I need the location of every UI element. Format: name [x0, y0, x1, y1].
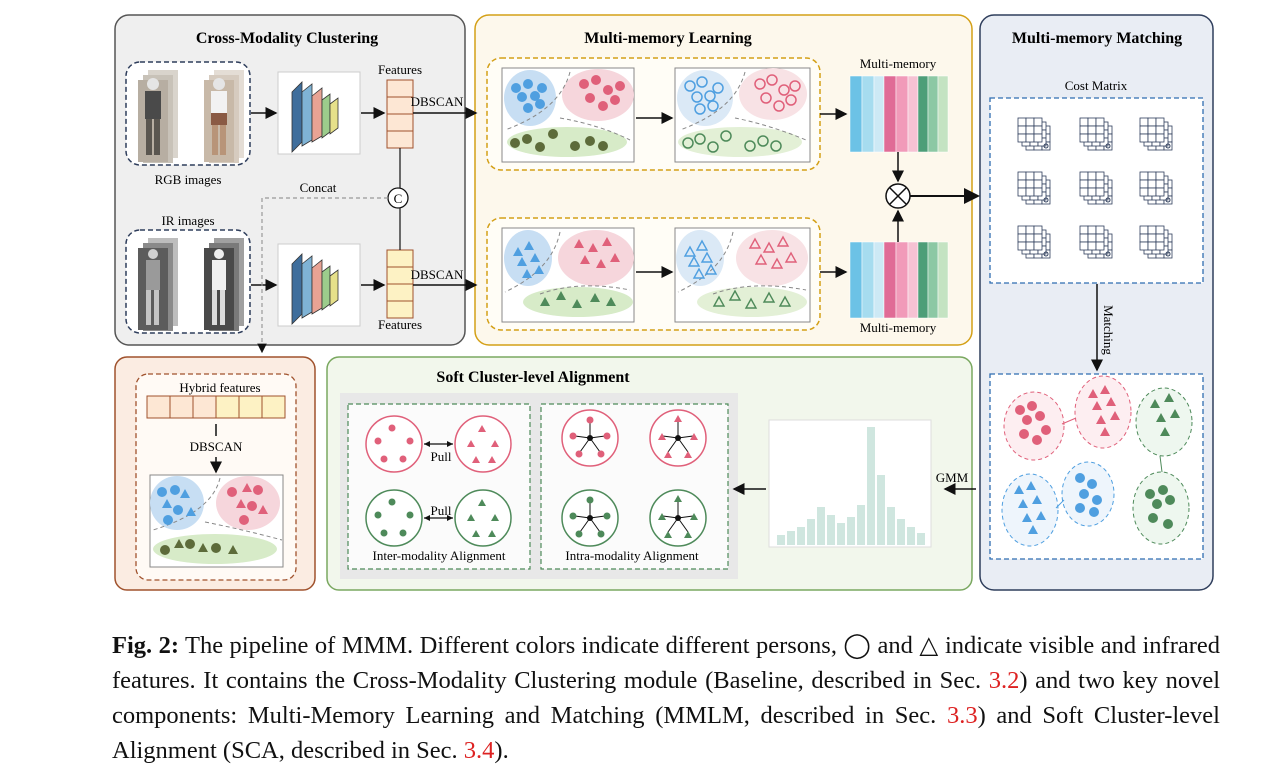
features-bottom-label: Features: [378, 317, 422, 332]
rgb-encoder-icon: [291, 81, 339, 153]
multi-memory-top-bank: [849, 75, 949, 153]
cost-matrix-cell: [1079, 171, 1113, 205]
hybrid-feature-vector: [146, 395, 286, 419]
rgb-feature-vector: [386, 79, 414, 149]
pull-bottom-arrowhead-right: [447, 515, 453, 521]
gmm-histogram-bar: [887, 507, 895, 545]
gmm-histogram-bar: [777, 535, 785, 545]
gmm-histogram-bar: [857, 505, 865, 545]
ir-memory-map: [674, 227, 811, 323]
gmm-histogram-bar: [867, 427, 875, 545]
inter-modality-label: Inter-modality Alignment: [373, 548, 506, 563]
dbscan-bottom-label: DBSCAN: [411, 267, 464, 282]
multi-memory-matching-title: Multi-memory Matching: [1012, 30, 1182, 47]
cost-matrix-cell: [1139, 171, 1173, 205]
ir-encoder-icon: [291, 253, 339, 325]
matched-clusters: [1001, 375, 1193, 547]
multi-memory-learning-title: Multi-memory Learning: [584, 30, 752, 47]
gmm-histogram-bar: [797, 527, 805, 545]
pull-top-arrowhead-left: [424, 441, 430, 447]
caption-text-3: ) and two key novel components: Multi-Me…: [112, 667, 1220, 729]
rgb-person-image-1: [138, 70, 178, 163]
figure-caption: Fig. 2: The pipeline of MMM. Different c…: [112, 628, 1220, 768]
inter-green-triangle-cluster: [454, 489, 512, 547]
ir-person-image-2: [204, 238, 244, 331]
multi-memory-bottom-label: Multi-memory: [860, 320, 937, 335]
gmm-histogram-bar: [817, 507, 825, 545]
intra-pink-circle-cluster: [561, 409, 619, 467]
features-top-label: Features: [378, 62, 422, 77]
caption-text-2: indicate visible and infrared features. …: [112, 632, 1221, 694]
rgb-person-image-2: [204, 70, 244, 163]
gmm-histogram-bar: [917, 533, 925, 545]
pull-top-arrowhead-right: [447, 441, 453, 447]
cost-matrix-cell: [1017, 171, 1051, 205]
caption-circle-symbol: ◯: [843, 632, 872, 659]
gmm-histogram-bar: [877, 475, 885, 545]
cost-matrix-cell: [1017, 225, 1051, 259]
matching-label: Matching: [1101, 305, 1116, 355]
inter-green-circle-cluster: [365, 489, 423, 547]
pull-bottom-label: Pull: [431, 503, 452, 518]
intra-green-circle-cluster: [561, 489, 619, 547]
gmm-histogram-bar: [897, 519, 905, 545]
caption-and: and: [871, 632, 920, 659]
cost-matrix-grid: [1017, 117, 1173, 259]
intra-pink-triangle-cluster: [649, 409, 707, 467]
rgb-memory-map: [674, 67, 811, 163]
rgb-cluster-map: [501, 67, 635, 163]
gmm-histogram-bar: [807, 519, 815, 545]
gmm-histogram-bar: [847, 517, 855, 545]
caption-ref-3-4[interactable]: 3.4: [463, 737, 495, 764]
caption-text-1: The pipeline of MMM. Different colors in…: [179, 632, 844, 659]
concat-symbol-text: C: [394, 191, 403, 206]
hybrid-features-label: Hybrid features: [179, 380, 260, 395]
multiply-icon: [885, 183, 911, 209]
pipeline-diagram: Cross-Modality Clustering Multi-memory L…: [114, 14, 1214, 591]
cost-matrix-cell: [1139, 117, 1173, 151]
gmm-label: GMM: [936, 470, 969, 485]
inter-pink-triangle-cluster: [454, 415, 512, 473]
ir-feature-vector: [386, 249, 414, 319]
gmm-histogram-bar: [787, 531, 795, 545]
pull-top-label: Pull: [431, 449, 452, 464]
cost-matrix-cell: [1079, 117, 1113, 151]
ir-person-image-1: [138, 238, 178, 331]
multi-memory-top-label: Multi-memory: [860, 56, 937, 71]
concat-to-hybrid-arrow: [257, 197, 388, 354]
pull-bottom-arrowhead-left: [424, 515, 430, 521]
gmm-histogram: [777, 427, 925, 545]
caption-ref-3-2[interactable]: 3.2: [988, 667, 1020, 694]
hybrid-cluster-map: [149, 474, 284, 568]
soft-alignment-title: Soft Cluster-level Alignment: [436, 369, 630, 386]
caption-ref-3-3[interactable]: 3.3: [946, 702, 978, 729]
intra-modality-label: Intra-modality Alignment: [565, 548, 699, 563]
concat-label: Concat: [300, 180, 337, 195]
ir-cluster-map: [501, 227, 635, 323]
rgb-images-label: RGB images: [155, 172, 222, 187]
ir-images-label: IR images: [161, 213, 214, 228]
gmm-histogram-bar: [827, 515, 835, 545]
cost-matrix-label: Cost Matrix: [1065, 78, 1128, 93]
multi-memory-bottom-bank: [849, 241, 949, 319]
dbscan-top-label: DBSCAN: [411, 94, 464, 109]
caption-text-4: ) and Soft Cluster-level Alignment (SCA,…: [112, 702, 1220, 764]
cost-matrix-cell: [1079, 225, 1113, 259]
gmm-histogram-bar: [837, 523, 845, 545]
cross-modality-title: Cross-Modality Clustering: [196, 30, 378, 47]
gmm-histogram-bar: [907, 527, 915, 545]
cost-matrix-cell: [1139, 225, 1173, 259]
cost-matrix-cell: [1017, 117, 1051, 151]
inter-pink-circle-cluster: [365, 415, 423, 473]
caption-triangle-symbol: △: [919, 632, 939, 659]
intra-green-triangle-cluster: [649, 489, 707, 547]
caption-fig-label: Fig. 2:: [112, 632, 179, 659]
caption-text-5: ).: [494, 737, 509, 764]
dbscan-hybrid-label: DBSCAN: [190, 439, 243, 454]
